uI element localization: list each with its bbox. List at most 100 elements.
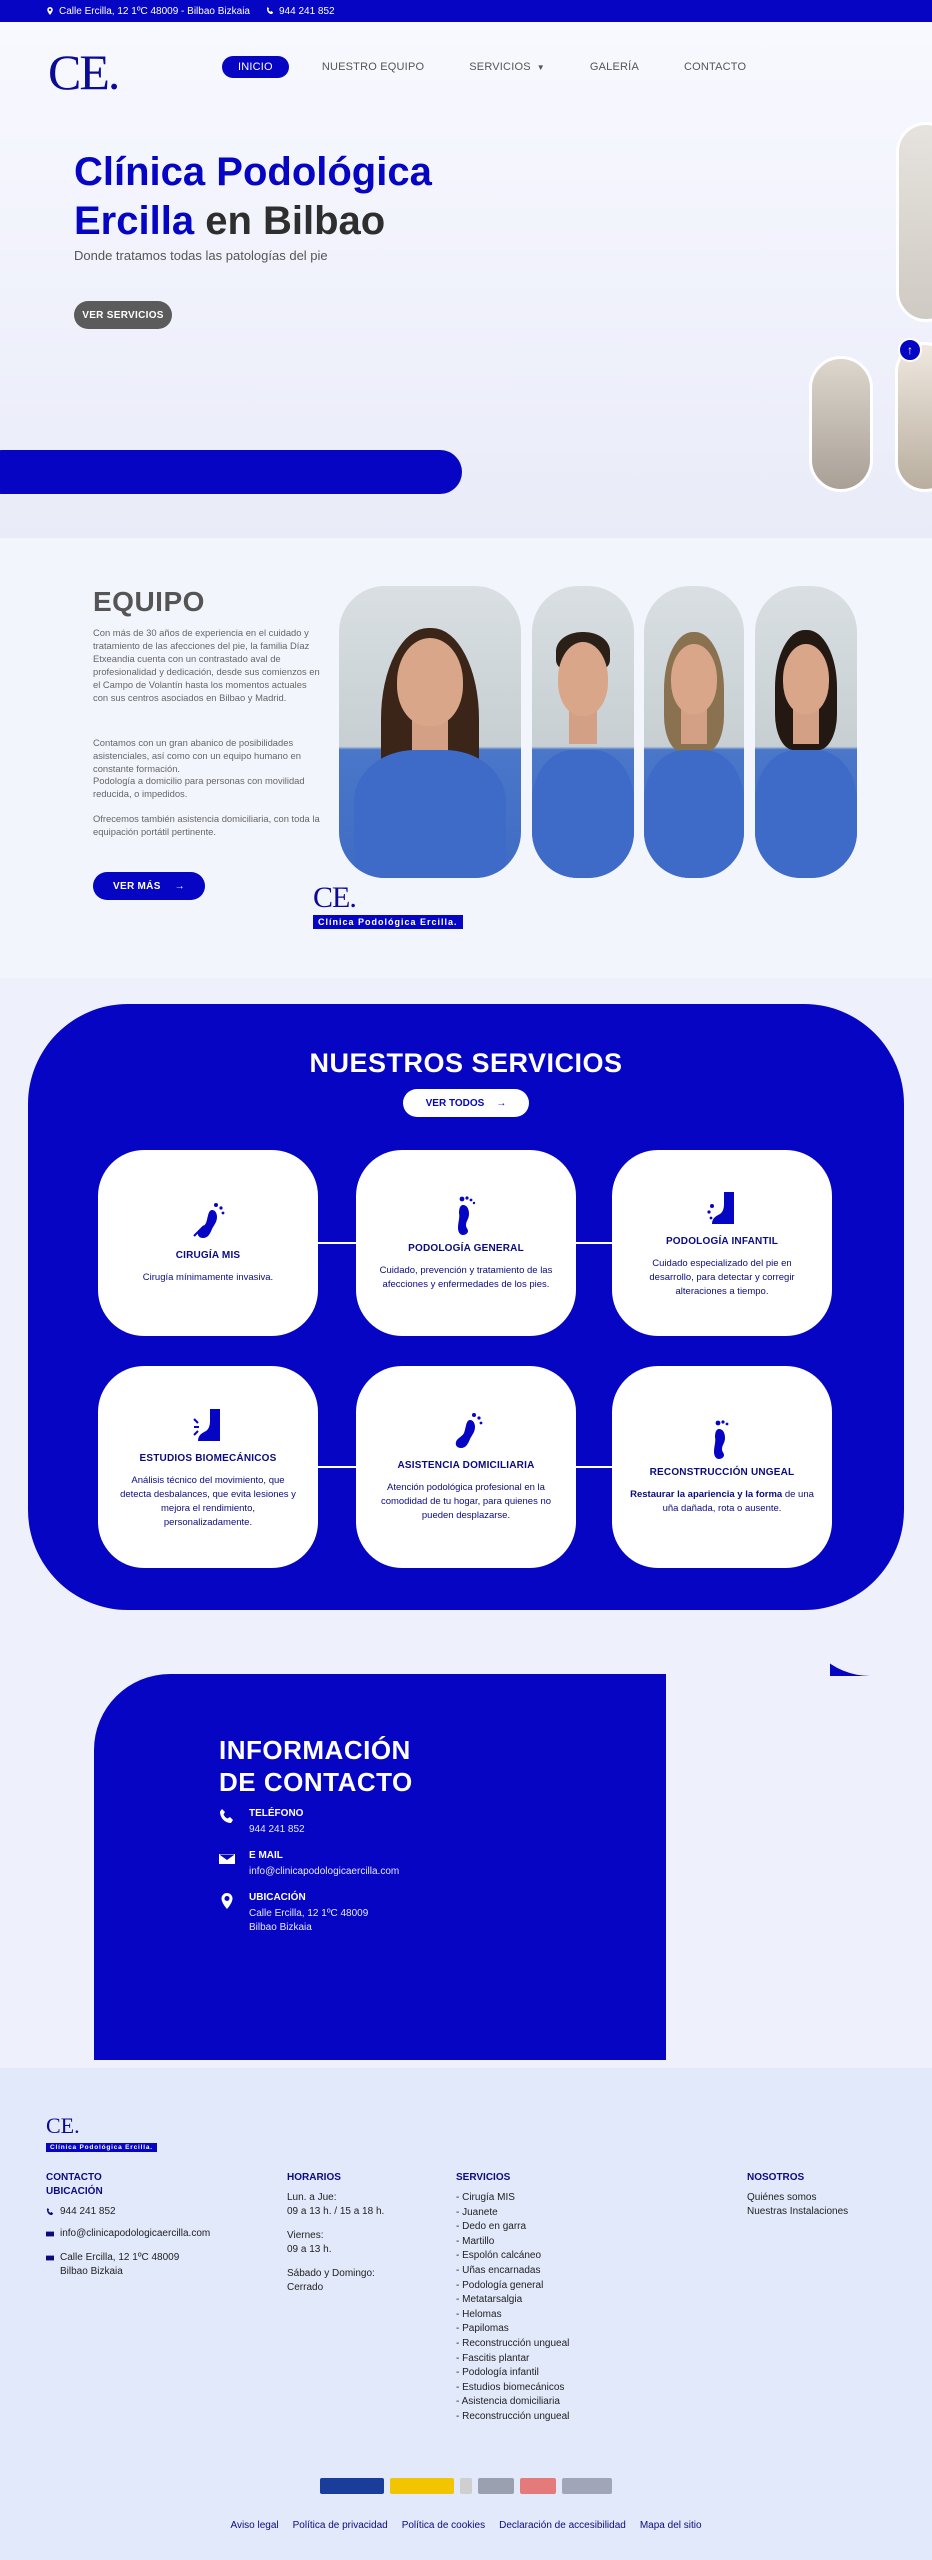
gobierno-espana-logo: [390, 2478, 454, 2494]
footer-email[interactable]: info@clinicapodologicaercilla.com: [46, 2227, 210, 2241]
footer-servicio-link[interactable]: - Estudios biomecánicos: [456, 2381, 565, 2393]
scroll-top-button[interactable]: ↑: [898, 338, 922, 362]
footer-servicio-link[interactable]: - Metatarsalgia: [456, 2294, 523, 2306]
ver-todos-button[interactable]: VER TODOS→: [403, 1089, 529, 1117]
service-card-desc-rest: de una uña dañada, rota o ausente.: [662, 1488, 814, 1514]
team-photo-3-face: [671, 644, 717, 714]
service-card-estudios-biomecanicos[interactable]: ESTUDIOS BIOMECÁNICOS Análisis técnico d…: [98, 1366, 318, 1568]
ver-todos-label: VER TODOS: [425, 1097, 485, 1109]
footer-servicio-link[interactable]: - Asistencia domiciliaria: [456, 2396, 560, 2408]
service-card-title: ESTUDIOS BIOMECÁNICOS: [139, 1452, 277, 1464]
footer-servicio-link[interactable]: - Uñas encarnadas: [456, 2264, 541, 2276]
footer-servicio-link[interactable]: - Cirugía MIS: [456, 2192, 515, 2203]
hero-title-rest: en Bilbao: [205, 199, 386, 243]
accesibilidad-link[interactable]: Declaración de accesibilidad: [499, 2520, 626, 2531]
footer-servicio-text: Estudios biomecánicos: [462, 2381, 565, 2393]
footer-servicio-link[interactable]: - Fascitis plantar: [456, 2352, 530, 2364]
nail-foot-icon: [714, 1419, 729, 1459]
service-card-title: PODOLOGÍA INFANTIL: [665, 1235, 779, 1247]
arrow-right-icon: →: [174, 880, 185, 892]
equipo-logo-band: Clínica Podológica Ercilla.: [313, 915, 463, 929]
foot-surgery-icon: [193, 1202, 225, 1238]
team-photo-4: [755, 586, 857, 878]
service-card-reconstruccion-ungeal[interactable]: RECONSTRUCCIÓN UNGEAL Restaurar la apari…: [612, 1366, 832, 1568]
nav-item-servicios[interactable]: SERVICIOS▼: [457, 56, 557, 78]
contacto-ubicacion-line2: Bilbao Bizkaia: [249, 1922, 312, 1933]
hero-subtitle: Donde tratamos todas las patologías del …: [74, 248, 328, 263]
logo-text: CE.: [48, 44, 120, 100]
footer-servicio-text: Reconstrucción ungueal: [462, 2410, 570, 2422]
footer-servicio-link[interactable]: - Podología infantil: [456, 2367, 539, 2379]
ver-servicios-button[interactable]: VER SERVICIOS: [74, 301, 172, 329]
red-es-logo: [478, 2478, 514, 2494]
contacto-email-label: E MAIL: [249, 1850, 283, 1861]
equipo-paragraph-2: Contamos con un gran abanico de posibili…: [93, 737, 301, 774]
service-card-podologia-infantil[interactable]: PODOLOGÍA INFANTIL Cuidado especializado…: [612, 1150, 832, 1336]
topbar-address-text: Calle Ercilla, 12 1ºC 48009 - Bilbao Biz…: [59, 5, 250, 17]
footer-instalaciones-link[interactable]: Nuestras Instalaciones: [747, 2206, 849, 2217]
cookies-link[interactable]: Política de cookies: [401, 2520, 486, 2531]
plan-recuperacion-logo: [520, 2478, 556, 2494]
contacto-telefono-value: 944 241 852: [249, 1824, 305, 1835]
footer-servicio-text: Uñas encarnadas: [462, 2264, 541, 2276]
footer-address-line1: Calle Ercilla, 12 1ºC 48009: [60, 2252, 180, 2263]
nav-item-inicio[interactable]: INICIO: [222, 56, 289, 78]
footer-servicio-link[interactable]: - Podología general: [456, 2279, 544, 2291]
equipo-logo: CE. Clínica Podológica Ercilla.: [313, 883, 493, 930]
team-photo-3: [644, 586, 744, 878]
servicios-section: NUESTROS SERVICIOS VER TODOS→ CIRUGÍA MI…: [28, 1004, 904, 1610]
service-card-title: RECONSTRUCCIÓN UNGEAL: [649, 1466, 795, 1478]
nav-item-galeria[interactable]: GALERÍA: [589, 61, 639, 73]
nav-item-equipo[interactable]: NUESTRO EQUIPO: [321, 61, 425, 73]
footer-servicio-link[interactable]: - Espolón calcáneo: [456, 2250, 542, 2262]
footer-horario-6: Cerrado: [287, 2282, 324, 2293]
aviso-legal-link[interactable]: Aviso legal: [230, 2520, 279, 2531]
footer-servicio-link[interactable]: - Dedo en garra: [456, 2221, 527, 2233]
service-card-desc: Atención podológica profesional en la co…: [380, 1481, 552, 1521]
team-photo-1-uniform: [353, 749, 507, 878]
privacidad-link[interactable]: Política de privacidad: [292, 2520, 388, 2531]
service-card-title: ASISTENCIA DOMICILIARIA: [397, 1459, 535, 1471]
footer-contact-heading-1: CONTACTO: [46, 2172, 102, 2183]
top-bar: Calle Ercilla, 12 1ºC 48009 - Bilbao Biz…: [0, 0, 932, 22]
footer-phone[interactable]: 944 241 852: [46, 2205, 116, 2219]
footer-servicio-link[interactable]: - Martillo: [456, 2235, 495, 2247]
hero-image-clinic-top: [896, 122, 932, 322]
footer-logo[interactable]: CE. Clínica Podológica Ercilla.: [46, 2115, 157, 2154]
footer-servicio-link[interactable]: - Reconstrucción ungueal: [456, 2410, 570, 2422]
mapa-sitio-link[interactable]: Mapa del sitio: [639, 2520, 702, 2531]
service-card-desc: Cuidado especializado del pie en desarro…: [649, 1257, 795, 1297]
footer-servicios-list: - Cirugía MIS - Juanete - Dedo en garra …: [456, 2191, 569, 2425]
footer-phone-text: 944 241 852: [60, 2206, 116, 2217]
footer-servicio-link[interactable]: - Papilomas: [456, 2323, 509, 2335]
topbar-address[interactable]: Calle Ercilla, 12 1ºC 48009 - Bilbao Biz…: [46, 6, 250, 17]
ver-mas-button[interactable]: VER MÁS →: [93, 872, 205, 900]
card-connector: [318, 1242, 356, 1244]
location-pin-icon: [221, 1893, 233, 1909]
contacto-email-value: info@clinicapodologicaercilla.com: [249, 1866, 400, 1877]
service-card-asistencia-domiciliaria[interactable]: ASISTENCIA DOMICILIARIA Atención podológ…: [356, 1366, 576, 1568]
service-card-cirugia-mis[interactable]: CIRUGÍA MIS Cirugía mínimamente invasiva…: [98, 1150, 318, 1336]
footer-servicio-link[interactable]: - Juanete: [456, 2206, 498, 2218]
topbar-phone-text: 944 241 852: [278, 5, 335, 17]
footer-servicio-link[interactable]: - Reconstrucción ungueal: [456, 2337, 570, 2349]
service-card-podologia-general[interactable]: PODOLOGÍA GENERAL Cuidado, prevención y …: [356, 1150, 576, 1336]
ver-mas-label: VER MÁS: [113, 880, 161, 892]
site-logo[interactable]: CE.: [48, 42, 120, 102]
contacto-email[interactable]: E MAIL info@clinicapodologicaercilla.com: [219, 1850, 399, 1879]
home-foot-icon: [455, 1412, 483, 1448]
footer-email-text: info@clinicapodologicaercilla.com: [60, 2228, 211, 2239]
nav-item-contacto[interactable]: CONTACTO: [683, 61, 747, 73]
footer-servicio-link[interactable]: - Helomas: [456, 2308, 502, 2320]
topbar-phone[interactable]: 944 241 852: [266, 6, 335, 17]
service-card-title: PODOLOGÍA GENERAL: [408, 1242, 524, 1254]
footer-servicio-text: Metatarsalgia: [462, 2294, 523, 2306]
footer-servicio-text: Fascitis plantar: [462, 2352, 530, 2364]
footer-servicio-text: Martillo: [462, 2235, 495, 2247]
footer-quienes-somos-link[interactable]: Quiénes somos: [747, 2192, 817, 2203]
